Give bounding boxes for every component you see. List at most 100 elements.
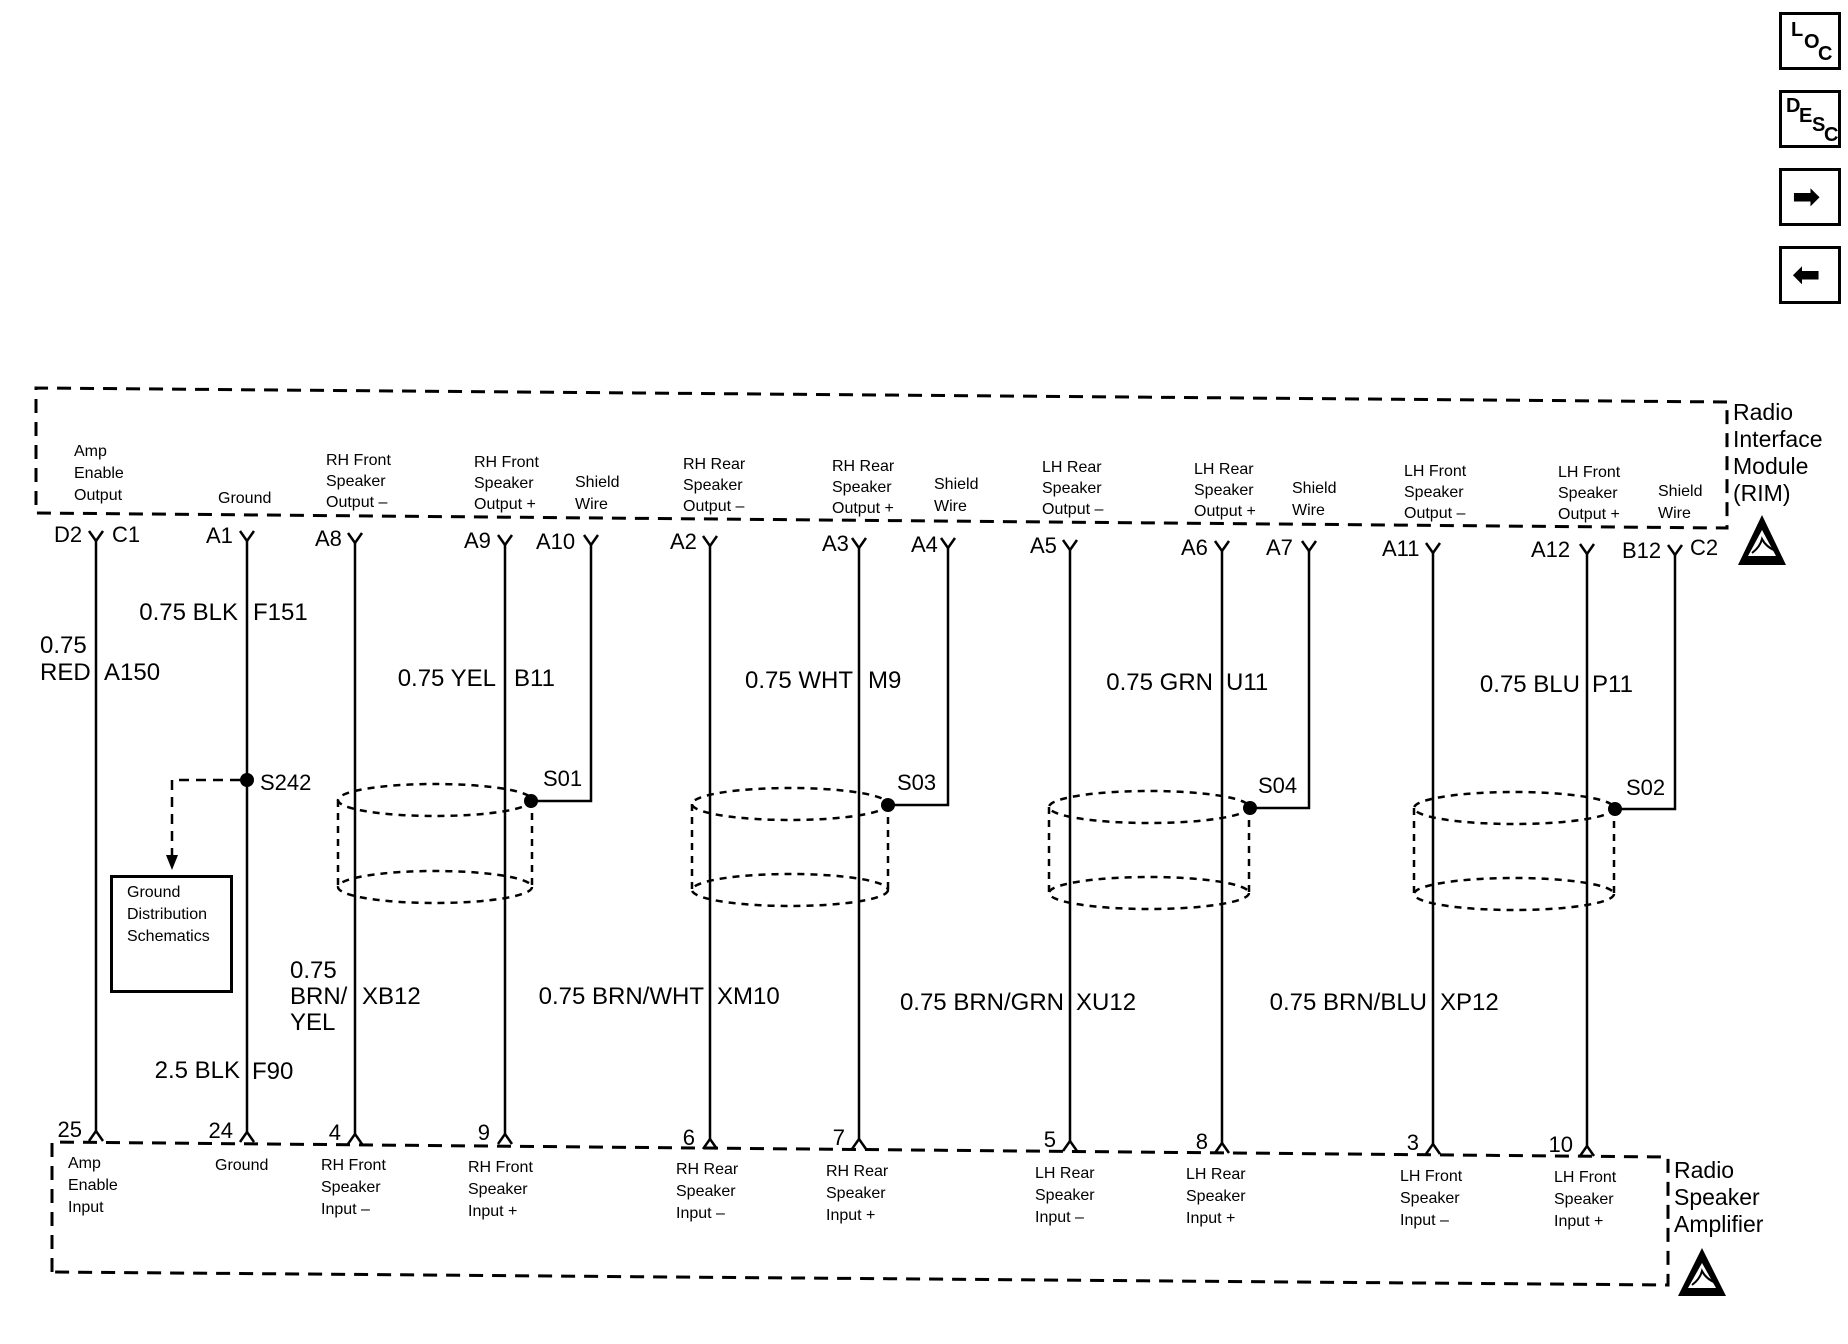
amp-label-rh-front-input-plus: Input +	[468, 1203, 517, 1220]
esd-warning-icon	[1738, 515, 1786, 565]
rim-label-amp-enable-output: Enable	[74, 465, 124, 482]
pin-id: 4	[329, 1120, 341, 1145]
rim-label-amp-enable-output: Amp	[74, 443, 107, 460]
location-button[interactable]: L O C	[1779, 12, 1841, 70]
amp-label-lh-front-input-minus: LH Front	[1400, 1168, 1463, 1185]
rim-title: Radio Interface Module (RIM)	[1733, 399, 1823, 506]
circuit-number: A150	[104, 659, 160, 686]
rim-label-rh-front-output-minus: Output –	[326, 494, 387, 511]
desc-letter-s: S	[1812, 114, 1826, 136]
previous-page-button[interactable]: ⬅	[1779, 246, 1841, 304]
pin-id: 10	[1549, 1132, 1573, 1157]
rim-label-rh-front-output-minus: Speaker	[326, 473, 386, 490]
rim-label-lh-rear-output-minus: Speaker	[1042, 480, 1102, 497]
rim-label-lh-rear-output-minus: Output –	[1042, 501, 1103, 518]
rim-label-rh-front-output-minus: RH Front	[326, 452, 391, 469]
rim-label-shield-wire: Wire	[575, 496, 608, 513]
pin-id: A10	[536, 529, 575, 554]
wire-color: BRN/	[290, 983, 348, 1010]
loc-letter-o: O	[1804, 31, 1820, 53]
rim-label-lh-front-output-plus: LH Front	[1558, 464, 1621, 481]
amp-label-rh-rear-input-plus: RH Rear	[826, 1163, 889, 1180]
rim-label-amp-enable-output: Output	[74, 487, 123, 504]
rim-label-rh-rear-output-plus: Output +	[832, 500, 894, 517]
ground-distribution-line: Distribution	[127, 906, 208, 923]
rim-label-lh-rear-output-plus: LH Rear	[1194, 461, 1254, 478]
rim-label-rh-rear-output-plus: RH Rear	[832, 458, 895, 475]
amp-title-line: Radio	[1674, 1157, 1734, 1183]
rim-label-rh-rear-output-minus: Output –	[683, 498, 744, 515]
splice-labels: S242 S01 S03 S04 S02	[260, 766, 1665, 800]
rim-label-lh-front-output-minus: Speaker	[1404, 484, 1464, 501]
rim-label-rh-front-output-plus: Output +	[474, 496, 536, 513]
arrow-left-icon: ⬅	[1792, 256, 1821, 294]
amp-label-rh-rear-input-plus: Speaker	[826, 1185, 886, 1202]
desc-letter-d: D	[1786, 95, 1801, 117]
next-page-button[interactable]: ➡	[1779, 168, 1841, 226]
pin-id: 25	[58, 1117, 82, 1142]
rim-label-shield-wire: Shield	[934, 476, 978, 493]
rim-title-line: Radio	[1733, 399, 1793, 425]
rim-label-rh-rear-output-minus: Speaker	[683, 477, 743, 494]
desc-letter-c: C	[1824, 124, 1839, 146]
amp-label-rh-front-input-minus: RH Front	[321, 1157, 386, 1174]
description-button[interactable]: D E S C	[1779, 90, 1841, 148]
wire-gauge: 0.75	[290, 957, 337, 984]
rim-label-shield-wire: Shield	[575, 474, 619, 491]
pin-id: B12	[1622, 538, 1661, 563]
pin-id: A5	[1030, 533, 1057, 558]
pin-id: C1	[112, 522, 140, 547]
pin-id: A9	[464, 528, 491, 553]
rim-label-shield-wire: Shield	[1292, 480, 1336, 497]
amp-label-lh-rear-input-plus: Speaker	[1186, 1188, 1246, 1205]
pin-id: A4	[911, 532, 938, 557]
amp-terminals	[87, 1128, 1596, 1157]
rim-label-lh-rear-output-plus: Speaker	[1194, 482, 1254, 499]
amp-label-rh-rear-input-minus: Speaker	[676, 1183, 736, 1200]
amp-label-amp-enable-input: Input	[68, 1199, 104, 1216]
rim-label-lh-front-output-plus: Output +	[1558, 506, 1620, 523]
rim-label-rh-rear-output-minus: RH Rear	[683, 456, 746, 473]
pin-id: A11	[1382, 536, 1420, 561]
circuit-number: XM10	[717, 983, 780, 1010]
rim-label-lh-front-output-minus: LH Front	[1404, 463, 1467, 480]
amp-label-lh-front-input-minus: Speaker	[1400, 1190, 1460, 1207]
rim-label-lh-front-output-plus: Speaker	[1558, 485, 1618, 502]
ground-distribution-line: Schematics	[127, 928, 210, 945]
amp-label-rh-front-input-minus: Input –	[321, 1201, 370, 1218]
wire-color: YEL	[290, 1009, 335, 1036]
pin-id: 9	[478, 1120, 490, 1145]
amp-label-rh-front-input-minus: Speaker	[321, 1179, 381, 1196]
rim-label-ground: Ground	[218, 490, 271, 507]
wire-gauge-color: 0.75 WHT	[745, 667, 853, 694]
rim-label-rh-rear-output-plus: Speaker	[832, 479, 892, 496]
wire-gauge-color: 0.75 BRN/WHT	[539, 983, 705, 1010]
pin-id: C2	[1690, 535, 1718, 560]
pin-id: 8	[1196, 1129, 1208, 1154]
amp-label-amp-enable-input: Enable	[68, 1177, 118, 1194]
circuit-number: XU12	[1076, 989, 1136, 1016]
ground-distribution-line: Ground	[127, 884, 181, 901]
loc-letter-l: L	[1791, 19, 1804, 41]
amp-label-lh-rear-input-minus: Speaker	[1035, 1187, 1095, 1204]
wire-color: RED	[40, 659, 91, 686]
amp-label-lh-front-input-plus: Input +	[1554, 1213, 1603, 1230]
amp-connector-labels: Amp Enable Input Ground RH Front Speaker…	[68, 1155, 1617, 1230]
pin-id: A2	[670, 529, 697, 554]
pin-id: A1	[206, 523, 233, 548]
pin-id: A12	[1531, 537, 1570, 562]
pin-id: 5	[1044, 1127, 1056, 1152]
amp-label-rh-rear-input-plus: Input +	[826, 1207, 875, 1224]
splice-id: S01	[543, 766, 582, 791]
circuit-number: P11	[1592, 671, 1633, 698]
circuit-number: U11	[1226, 669, 1268, 696]
amp-label-lh-rear-input-plus: LH Rear	[1186, 1166, 1246, 1183]
wire-gauge: 0.75	[40, 632, 87, 659]
ground-distribution-link[interactable]: Ground Distribution Schematics	[110, 875, 233, 993]
pin-id: A7	[1266, 535, 1293, 560]
wire-gauge-color: 0.75 YEL	[398, 665, 496, 692]
loc-letter-c: C	[1818, 43, 1833, 65]
rim-label-lh-front-output-minus: Output –	[1404, 505, 1465, 522]
wire-gauge-color: 0.75 BRN/BLU	[1270, 989, 1427, 1016]
